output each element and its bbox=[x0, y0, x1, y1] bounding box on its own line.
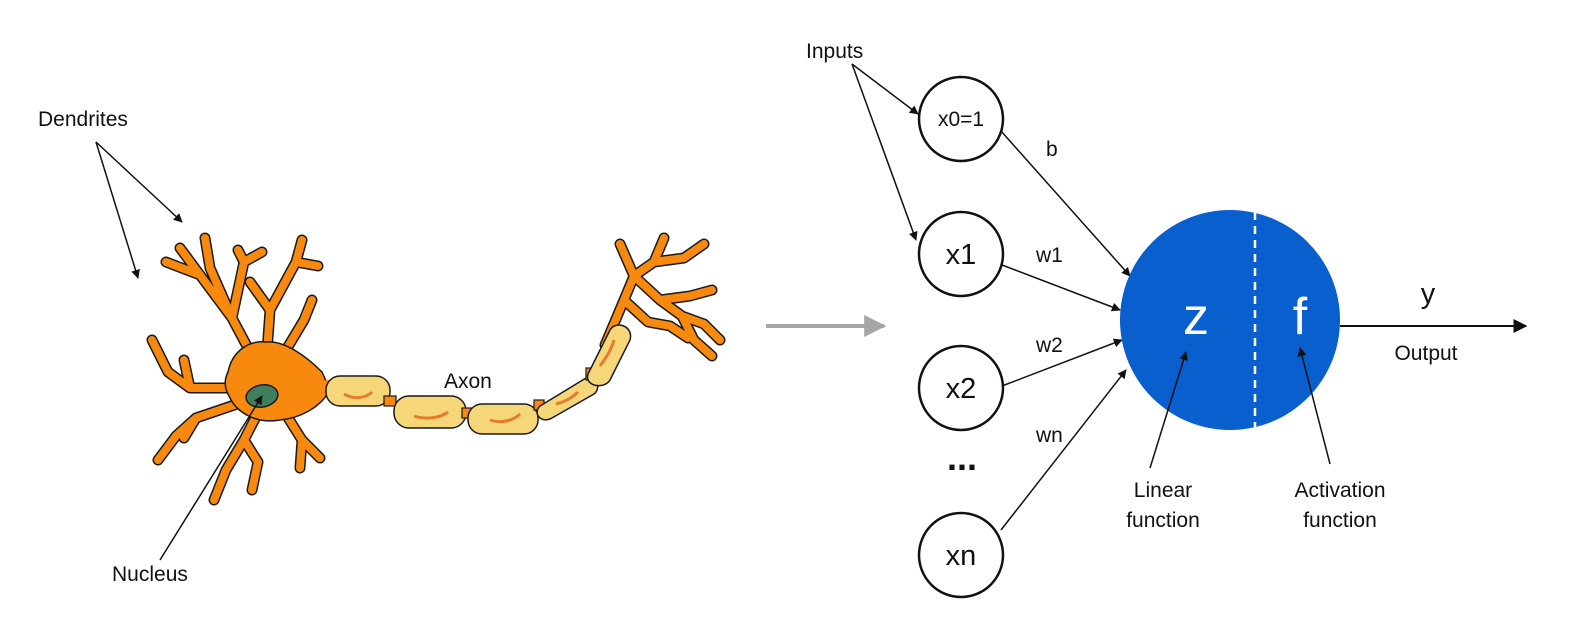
svg-text:xn: xn bbox=[946, 540, 977, 572]
input-node-x1: x1 bbox=[917, 210, 1005, 298]
linear-label-line1: Linear bbox=[1134, 479, 1192, 502]
output-label: Output bbox=[1394, 342, 1457, 365]
activation-symbol: f bbox=[1293, 288, 1308, 346]
connection-w2 bbox=[1001, 338, 1123, 387]
connection-b bbox=[1000, 130, 1131, 277]
svg-text:x0=1: x0=1 bbox=[938, 108, 984, 131]
output-symbol: y bbox=[1421, 278, 1436, 310]
activation-pointer bbox=[1297, 347, 1331, 465]
soma bbox=[224, 341, 331, 422]
perceptron: Inputs x0=1 x1 x2 ... xn b w1 w2 wn bbox=[806, 40, 1528, 599]
weight-w1: w1 bbox=[1035, 244, 1063, 267]
svg-text:x2: x2 bbox=[946, 373, 977, 405]
axon-label: Axon bbox=[444, 370, 492, 393]
inputs-pointer-1 bbox=[851, 63, 919, 115]
dendrites-pointer-1 bbox=[95, 141, 183, 223]
nucleus-pointer bbox=[159, 395, 263, 561]
perceptron-node bbox=[1120, 210, 1340, 430]
linear-label-line2: function bbox=[1126, 509, 1200, 532]
input-node-x2: x2 bbox=[917, 344, 1005, 432]
connection-wn bbox=[1000, 369, 1127, 531]
weight-wn: wn bbox=[1035, 424, 1063, 447]
weight-w2: w2 bbox=[1035, 334, 1063, 357]
dendrites-label: Dendrites bbox=[38, 108, 128, 131]
connection-w1 bbox=[1001, 264, 1121, 312]
biological-neuron: Dendrites Axon Nucleus bbox=[38, 108, 726, 586]
input-node-xn: xn bbox=[917, 511, 1005, 599]
ellipsis: ... bbox=[947, 437, 977, 478]
inputs-pointer-2 bbox=[851, 63, 918, 241]
linear-symbol: z bbox=[1183, 288, 1209, 346]
dendrites-pointer-2 bbox=[95, 141, 140, 279]
inputs-label: Inputs bbox=[806, 40, 863, 63]
activation-label-line1: Activation bbox=[1294, 479, 1385, 502]
input-node-x0: x0=1 bbox=[917, 75, 1005, 163]
linear-pointer bbox=[1149, 351, 1188, 469]
activation-label-line2: function bbox=[1303, 509, 1377, 532]
nucleus-label: Nucleus bbox=[112, 563, 188, 586]
weight-b: b bbox=[1046, 138, 1058, 161]
svg-text:x1: x1 bbox=[946, 239, 977, 271]
dendrites bbox=[146, 232, 726, 506]
axon bbox=[317, 324, 632, 435]
